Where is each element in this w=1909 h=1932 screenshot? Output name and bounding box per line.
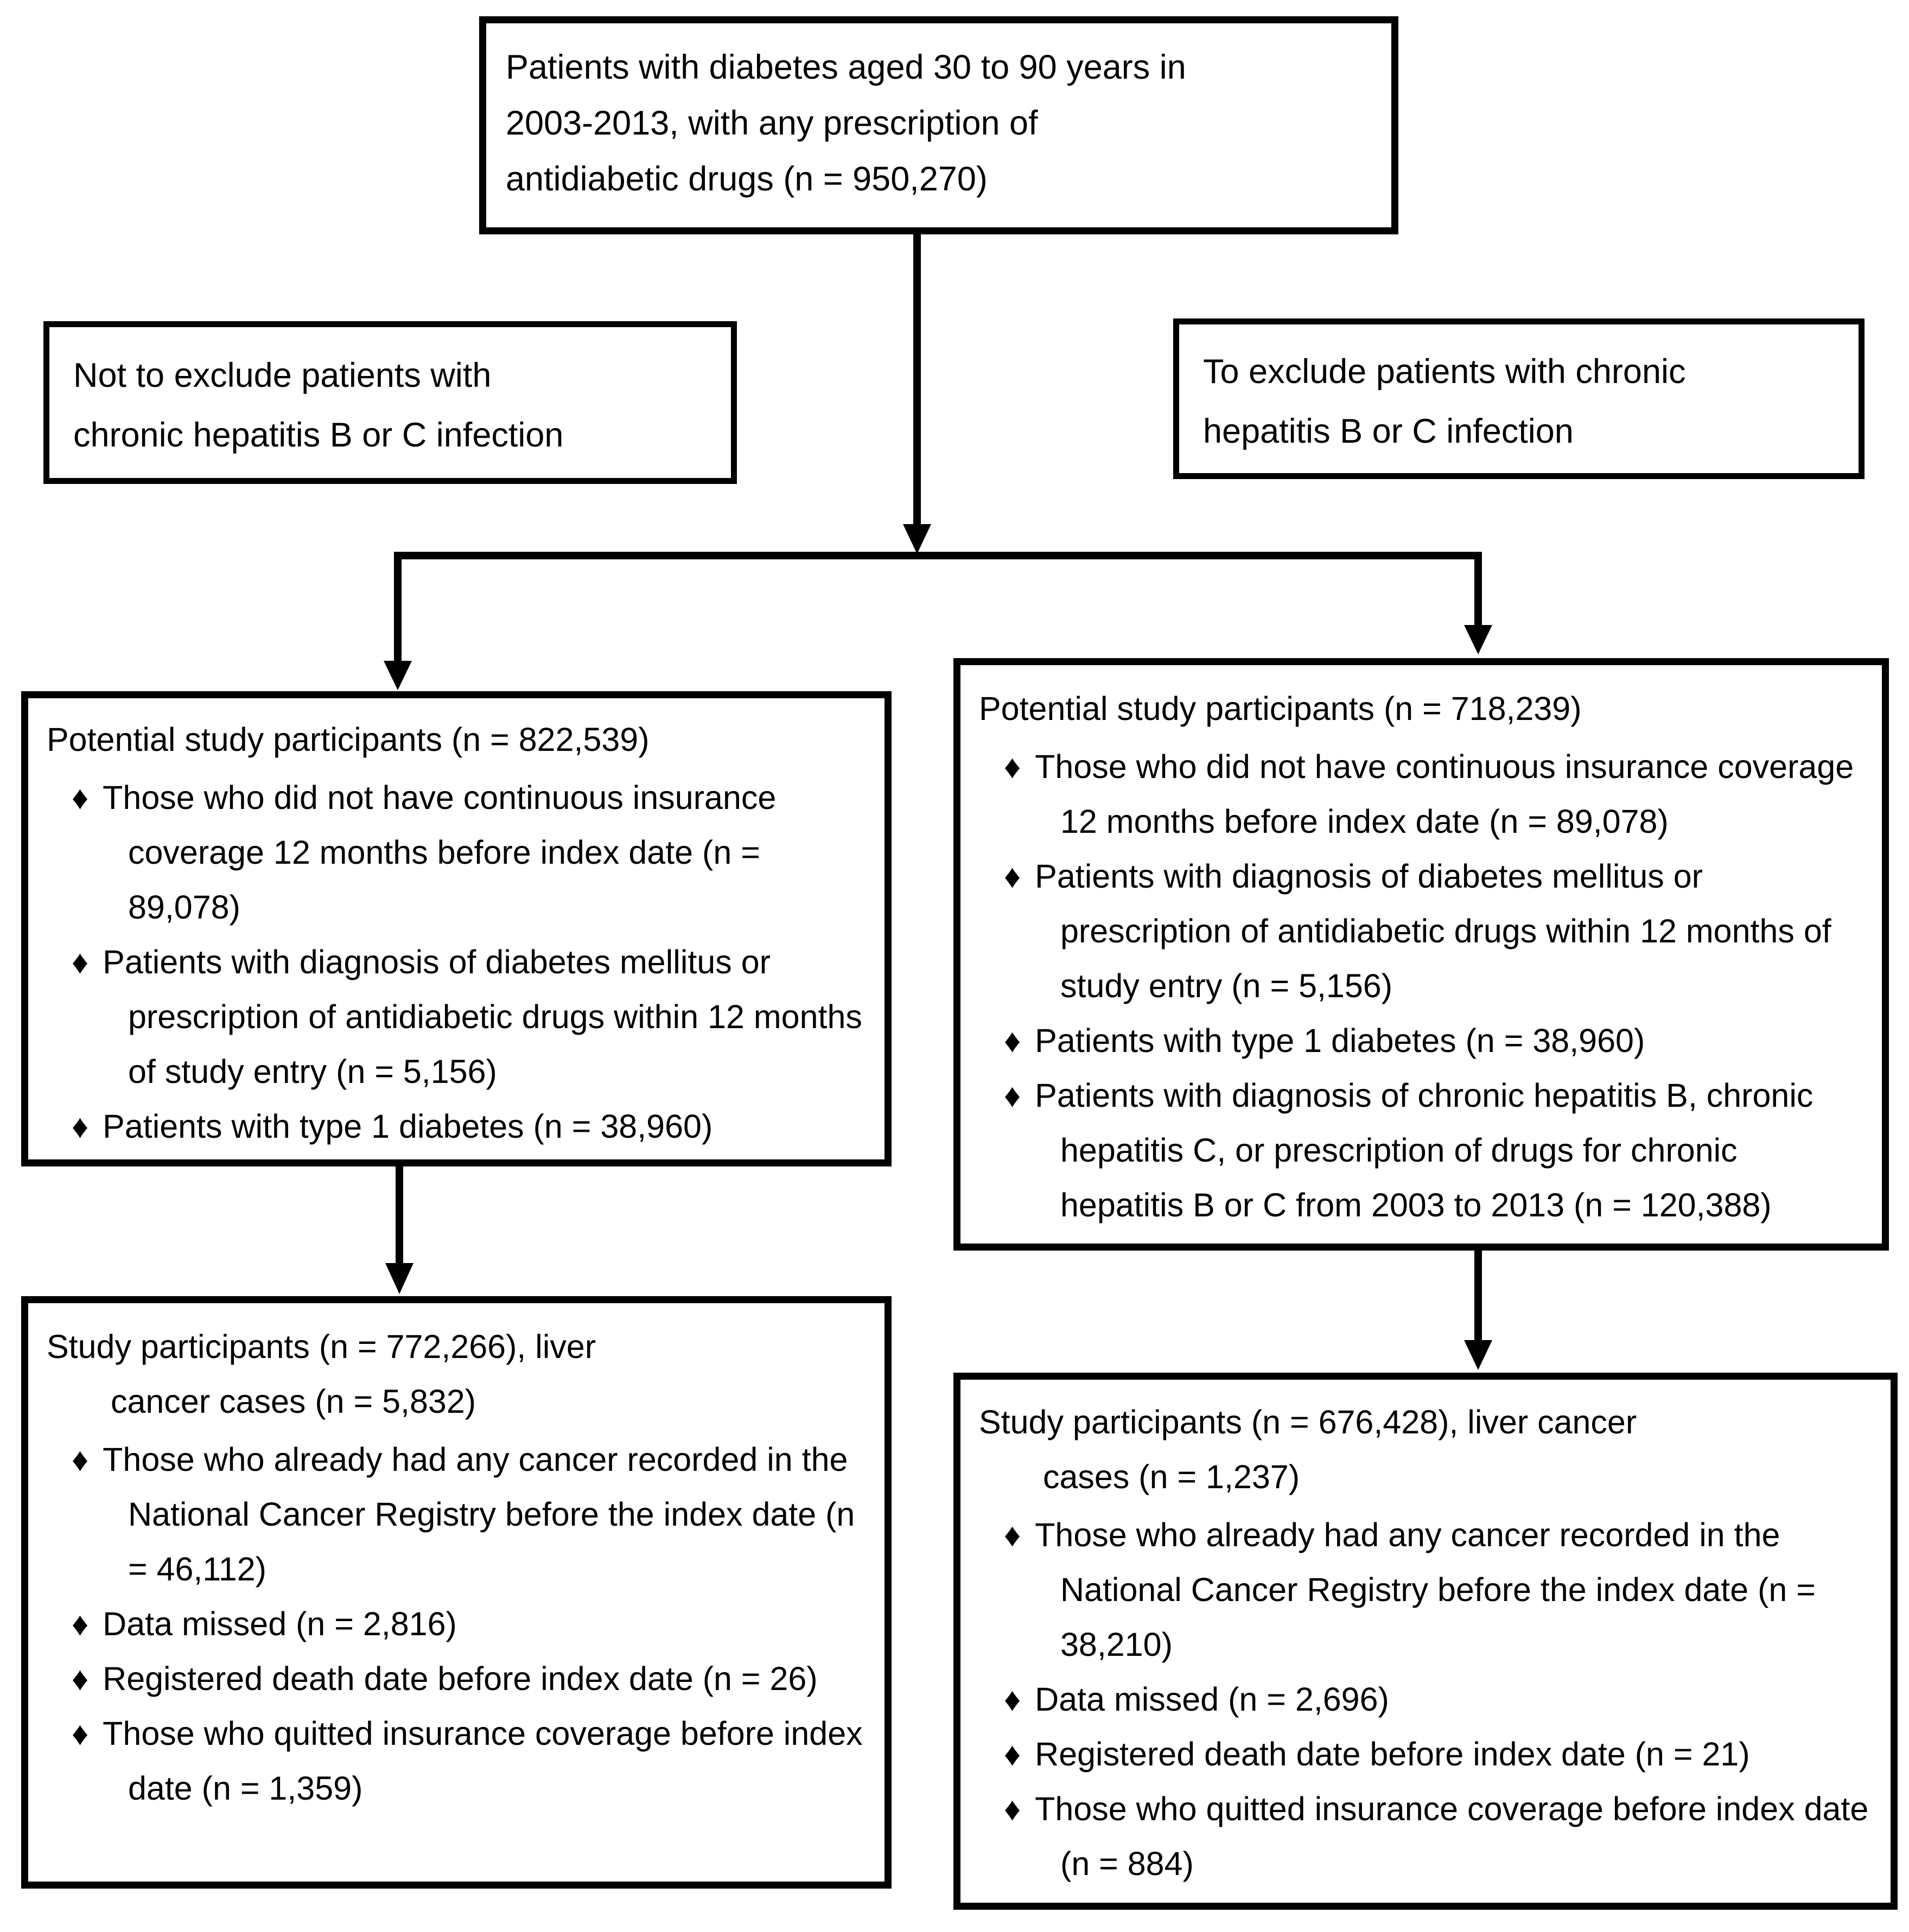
exclusion-item: ♦ Those who did not have continuous insur… [979,739,1863,849]
box-study-participants-right: Study participants (n = 676,428), liver … [953,1373,1898,1910]
exclusion-text: Patients with type 1 diabetes (n = 38,96… [103,1108,713,1145]
branch-label-line: chronic hepatitis B or C infection [73,416,564,454]
box-title-line: Study participants (n = 772,266), liver [47,1328,596,1365]
arrowhead-right-down [1464,1340,1492,1370]
branch-label-line: hepatitis B or C infection [1203,412,1574,450]
diamond-bullet-icon: ♦ [72,1441,89,1478]
exclusion-item: ♦ Patients with type 1 diabetes (n = 38,9… [47,1099,866,1154]
exclusion-item: ♦ Those who already had any cancer record… [979,1508,1872,1672]
exclusion-text: Those who already had any cancer recorde… [103,1441,855,1587]
exclusion-text: Those who quitted insurance coverage bef… [1035,1790,1869,1882]
arrowhead-stem [903,524,931,554]
exclusion-text: Data missed (n = 2,816) [103,1605,457,1642]
box-branch-label-exclude: To exclude patients with chronic hepatit… [1173,318,1865,479]
diamond-bullet-icon: ♦ [72,1605,89,1642]
exclusion-text: Those who did not have continuous insura… [103,779,777,926]
box-initial-cohort: Patients with diabetes aged 30 to 90 yea… [479,16,1398,234]
box-potential-participants-right: Potential study participants (n = 718,23… [953,658,1889,1251]
arrowhead-left-down [385,1263,413,1294]
diamond-bullet-icon: ♦ [1004,1077,1021,1114]
diamond-bullet-icon: ♦ [1004,1736,1021,1772]
box-title: Study participants (n = 772,266), liver … [47,1319,866,1429]
exclusion-text: Those who quitted insurance coverage bef… [103,1715,863,1807]
exclusion-text: Patients with diagnosis of diabetes mell… [1035,858,1831,1004]
diamond-bullet-icon: ♦ [72,1715,89,1752]
box-title: Potential study participants (n = 718,23… [979,690,1582,727]
exclusion-text: Registered death date before index date … [1035,1736,1750,1772]
exclusion-item: ♦ Those who did not have continuous insur… [47,770,866,935]
exclusion-text: Data missed (n = 2,696) [1035,1681,1389,1718]
exclusion-item: ♦ Patients with diagnosis of diabetes mel… [979,849,1863,1013]
diamond-bullet-icon: ♦ [1004,1681,1021,1718]
diamond-bullet-icon: ♦ [72,1660,89,1697]
diamond-bullet-icon: ♦ [1004,858,1021,895]
exclusion-item: ♦ Data missed (n = 2,816) [47,1597,866,1652]
branch-label-line: To exclude patients with chronic [1203,353,1686,391]
diamond-bullet-icon: ♦ [72,943,89,980]
box-branch-label-not-exclude: Not to exclude patients with chronic hep… [43,321,737,484]
exclusion-item: ♦ Registered death date before index date… [47,1652,866,1706]
exclusion-item: ♦ Patients with type 1 diabetes (n = 38,9… [979,1013,1863,1068]
exclusion-item: ♦ Those who quitted insurance coverage be… [47,1706,866,1816]
diamond-bullet-icon: ♦ [1004,1516,1021,1553]
exclusion-text: Those who already had any cancer recorde… [1035,1516,1816,1663]
exclusion-item: ♦ Those who quitted insurance coverage be… [979,1782,1872,1891]
diamond-bullet-icon: ♦ [1004,1790,1021,1827]
arrowhead-left-branch [384,661,412,690]
exclusion-item: ♦ Data missed (n = 2,696) [979,1672,1872,1727]
exclusion-text: Patients with diagnosis of diabetes mell… [103,943,862,1090]
exclusion-text: Registered death date before index date … [103,1660,818,1697]
diamond-bullet-icon: ♦ [1004,1022,1021,1059]
exclusion-text: Patients with diagnosis of chronic hepat… [1035,1077,1813,1223]
box-potential-participants-left: Potential study participants (n = 822,53… [21,691,892,1166]
diamond-bullet-icon: ♦ [1004,748,1021,785]
exclusion-item: ♦ Patients with diagnosis of chronic hepa… [979,1068,1863,1233]
exclusion-item: ♦ Those who already had any cancer record… [47,1432,866,1597]
box-title: Potential study participants (n = 822,53… [47,721,650,758]
box-title: Study participants (n = 676,428), liver … [979,1395,1872,1504]
box-title-line: cancer cases (n = 5,832) [111,1383,476,1420]
box-title-line: Study participants (n = 676,428), liver … [979,1404,1637,1440]
initial-cohort-line: 2003-2013, with any prescription of [506,104,1038,142]
box-title-line: cases (n = 1,237) [1043,1458,1300,1495]
diamond-bullet-icon: ♦ [72,779,89,816]
initial-cohort-line: Patients with diabetes aged 30 to 90 yea… [506,48,1186,86]
exclusion-text: Patients with type 1 diabetes (n = 38,96… [1035,1022,1645,1059]
exclusion-item: ♦ Patients with diagnosis of diabetes mel… [47,935,866,1099]
exclusion-text: Those who did not have continuous insura… [1035,748,1854,840]
exclusion-item: ♦ Registered death date before index date… [979,1727,1872,1782]
initial-cohort-line: antidiabetic drugs (n = 950,270) [506,160,988,198]
branch-label-line: Not to exclude patients with [73,356,492,394]
box-study-participants-left: Study participants (n = 772,266), liver … [21,1296,892,1889]
arrowhead-right-branch [1464,625,1492,654]
diamond-bullet-icon: ♦ [72,1108,89,1145]
